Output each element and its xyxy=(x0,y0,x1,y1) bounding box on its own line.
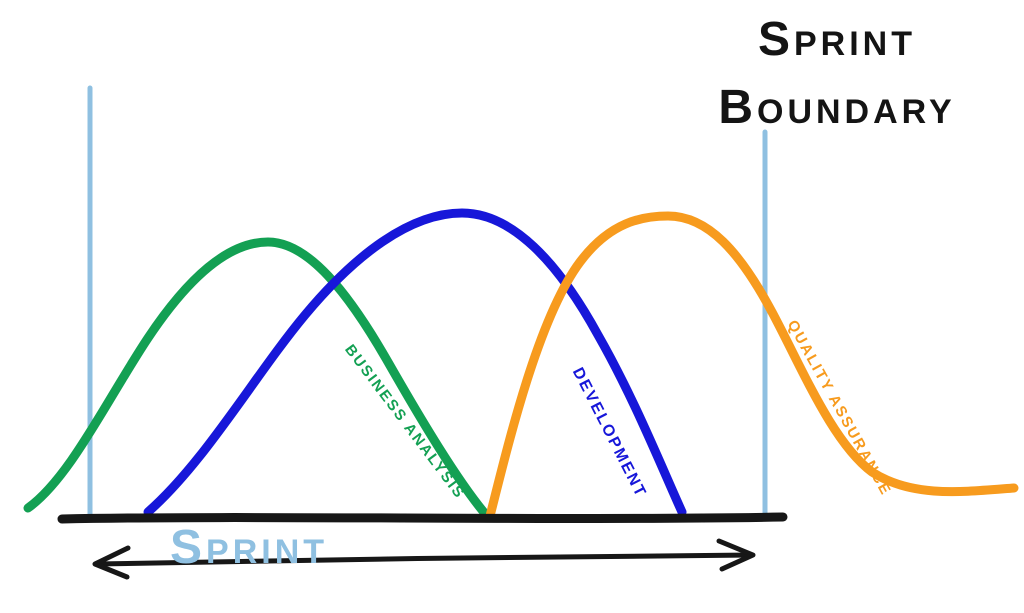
quality-assurance-curve xyxy=(485,211,1019,521)
sprint-boundary-title-line1: Sprint xyxy=(757,13,916,66)
sprint-arrow-right-head xyxy=(716,538,756,572)
sprint-arrow-shaft xyxy=(93,552,755,567)
sprint-boundary-title-line2: Boundary xyxy=(718,81,956,135)
development-curve xyxy=(143,208,687,517)
sprint-boundary-title: Sprint Boundary xyxy=(672,6,1002,142)
timeline-baseline xyxy=(57,512,788,524)
business-analysis-curve xyxy=(23,237,492,521)
sprint-span-arrow xyxy=(92,538,756,580)
sprint-arrow-left-head xyxy=(92,545,131,580)
sprint-axis-label: Sprint xyxy=(170,521,329,574)
